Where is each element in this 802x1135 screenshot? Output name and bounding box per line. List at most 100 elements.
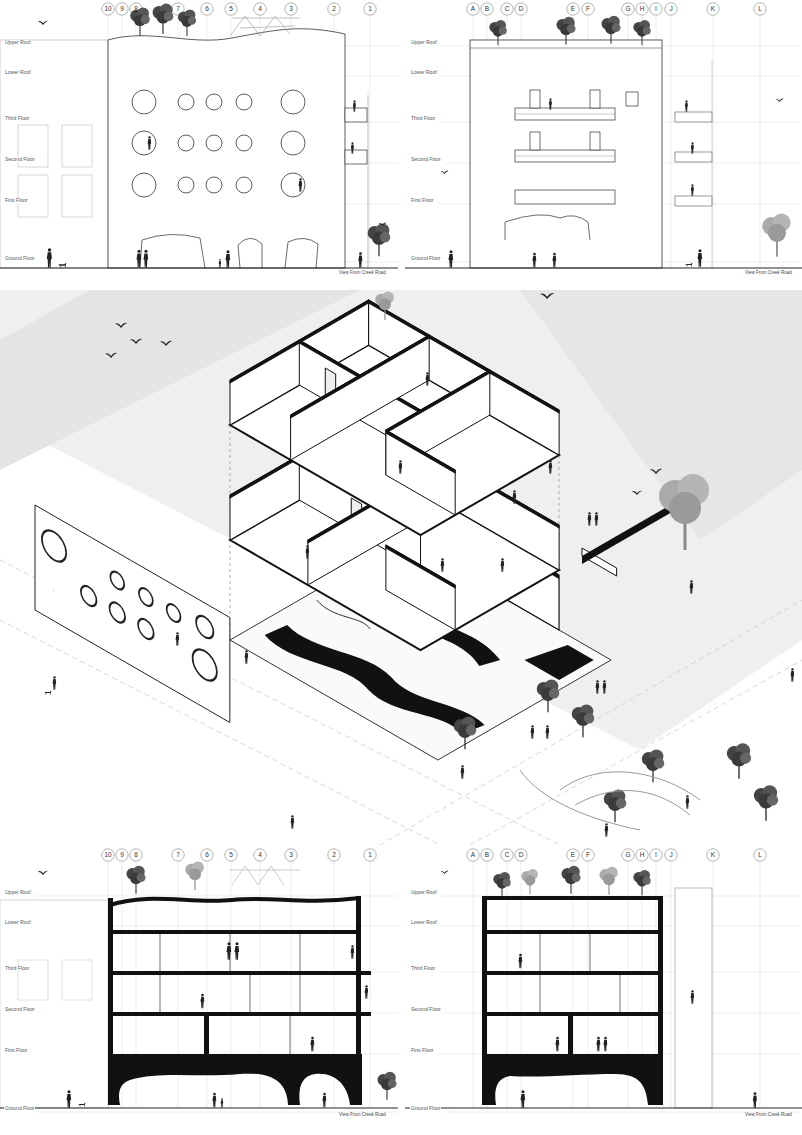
grid-label: K [711,852,715,859]
drawing-part [691,142,694,154]
drawing-part [386,545,455,630]
drawing-part [518,954,522,969]
grid-bubble [201,3,213,15]
drawing-part [42,523,217,686]
drawing-part [160,934,300,1054]
drawing-part [791,668,795,682]
drawing-part [675,152,712,162]
level-label: Upper Roof [410,890,438,895]
drawing-part [0,1108,398,1109]
drawing-part [160,975,161,1012]
drawing-part [368,95,369,268]
grid-bubble [501,849,513,861]
drawing-part [105,353,117,358]
level-label: Third Floor [410,116,436,121]
drawing-part [530,90,540,108]
drawing-part [605,823,609,837]
drawing-part [0,40,108,268]
drawing-part [365,985,369,999]
drawing-part [176,632,180,646]
grid-label: A [471,6,475,13]
drawing-part [520,770,700,830]
drawing-part [405,268,802,269]
drawing-part [675,112,712,206]
level-label: Ground Floor [410,256,441,261]
drawing-part [108,896,371,1055]
drawing-part [493,872,510,897]
drawing-part [108,898,113,1055]
drawing-part [290,1016,291,1054]
grid-label: F [586,852,590,859]
drawing-part [549,98,552,110]
grid-bubble [515,849,527,861]
drawing-part [590,90,600,108]
drawing-part [236,135,252,151]
drawing-part [178,177,194,193]
drawing-part [540,934,541,971]
drawing-part [132,173,156,197]
level-label: Third Floor [410,966,436,971]
drawing-part [482,896,487,1055]
drawing-part [549,460,553,474]
drawing-part [386,430,455,473]
drawing-part [482,930,663,934]
level-label: First Floor [410,198,435,203]
drawing-part [345,108,367,164]
grid-label: 9 [120,852,124,859]
drawing-part [38,21,48,25]
grid-label: H [640,6,645,13]
drawing-part [299,178,303,192]
grid-label: C [505,852,510,859]
grid-bubble [201,849,213,861]
grid-bubble [481,3,493,15]
drawing-part [375,292,394,321]
drawing-part [153,4,174,34]
grid-label: 2 [332,6,336,13]
drawing-part [0,268,398,269]
drawing-part [18,175,48,217]
grid-label: 5 [229,6,233,13]
level-label: First Floor [410,1048,435,1053]
drawing-part [470,48,662,49]
drawing-part [230,16,300,36]
drawing-part [108,1012,371,1016]
drawing-part [675,888,712,1108]
grid-label: 1 [368,6,372,13]
grid-bubble [636,849,648,861]
drawing-part [727,743,751,778]
drawing-part [546,725,550,739]
level-label: Second Floor [410,157,442,162]
level-label: Lower Roof [410,920,438,925]
grid-label: C [505,6,510,13]
drawing-part [675,888,712,1108]
drawing-part [368,223,391,256]
drawing-part [59,263,67,268]
drawing-part [685,100,688,112]
drawing-part [454,716,477,749]
drawing-part [552,253,556,268]
drawing-part [377,1072,396,1100]
grid-label: 9 [120,6,124,13]
grid-label: 4 [258,6,262,13]
grid-bubble [622,849,634,861]
view-label: View From Creek Road [744,1113,793,1118]
view-label: View From Creek Road [744,271,793,276]
level-label: Third Floor [4,966,30,971]
grid-label: H [640,852,645,859]
drawing-part [604,789,627,822]
grid-bubble [328,849,340,861]
grid-label: B [485,852,489,859]
drawing-part [193,644,217,686]
drawing-part [178,9,196,36]
drawing-part [441,558,445,572]
grid-bubble [650,3,662,15]
drawing-part [686,795,690,809]
drawing-part [219,259,221,268]
drawing-part [358,252,362,268]
drawing-part [386,430,455,515]
drawing-part [200,994,204,1009]
drawing-part [136,250,141,267]
drawing-part [45,691,52,695]
grid-bubble [364,849,376,861]
